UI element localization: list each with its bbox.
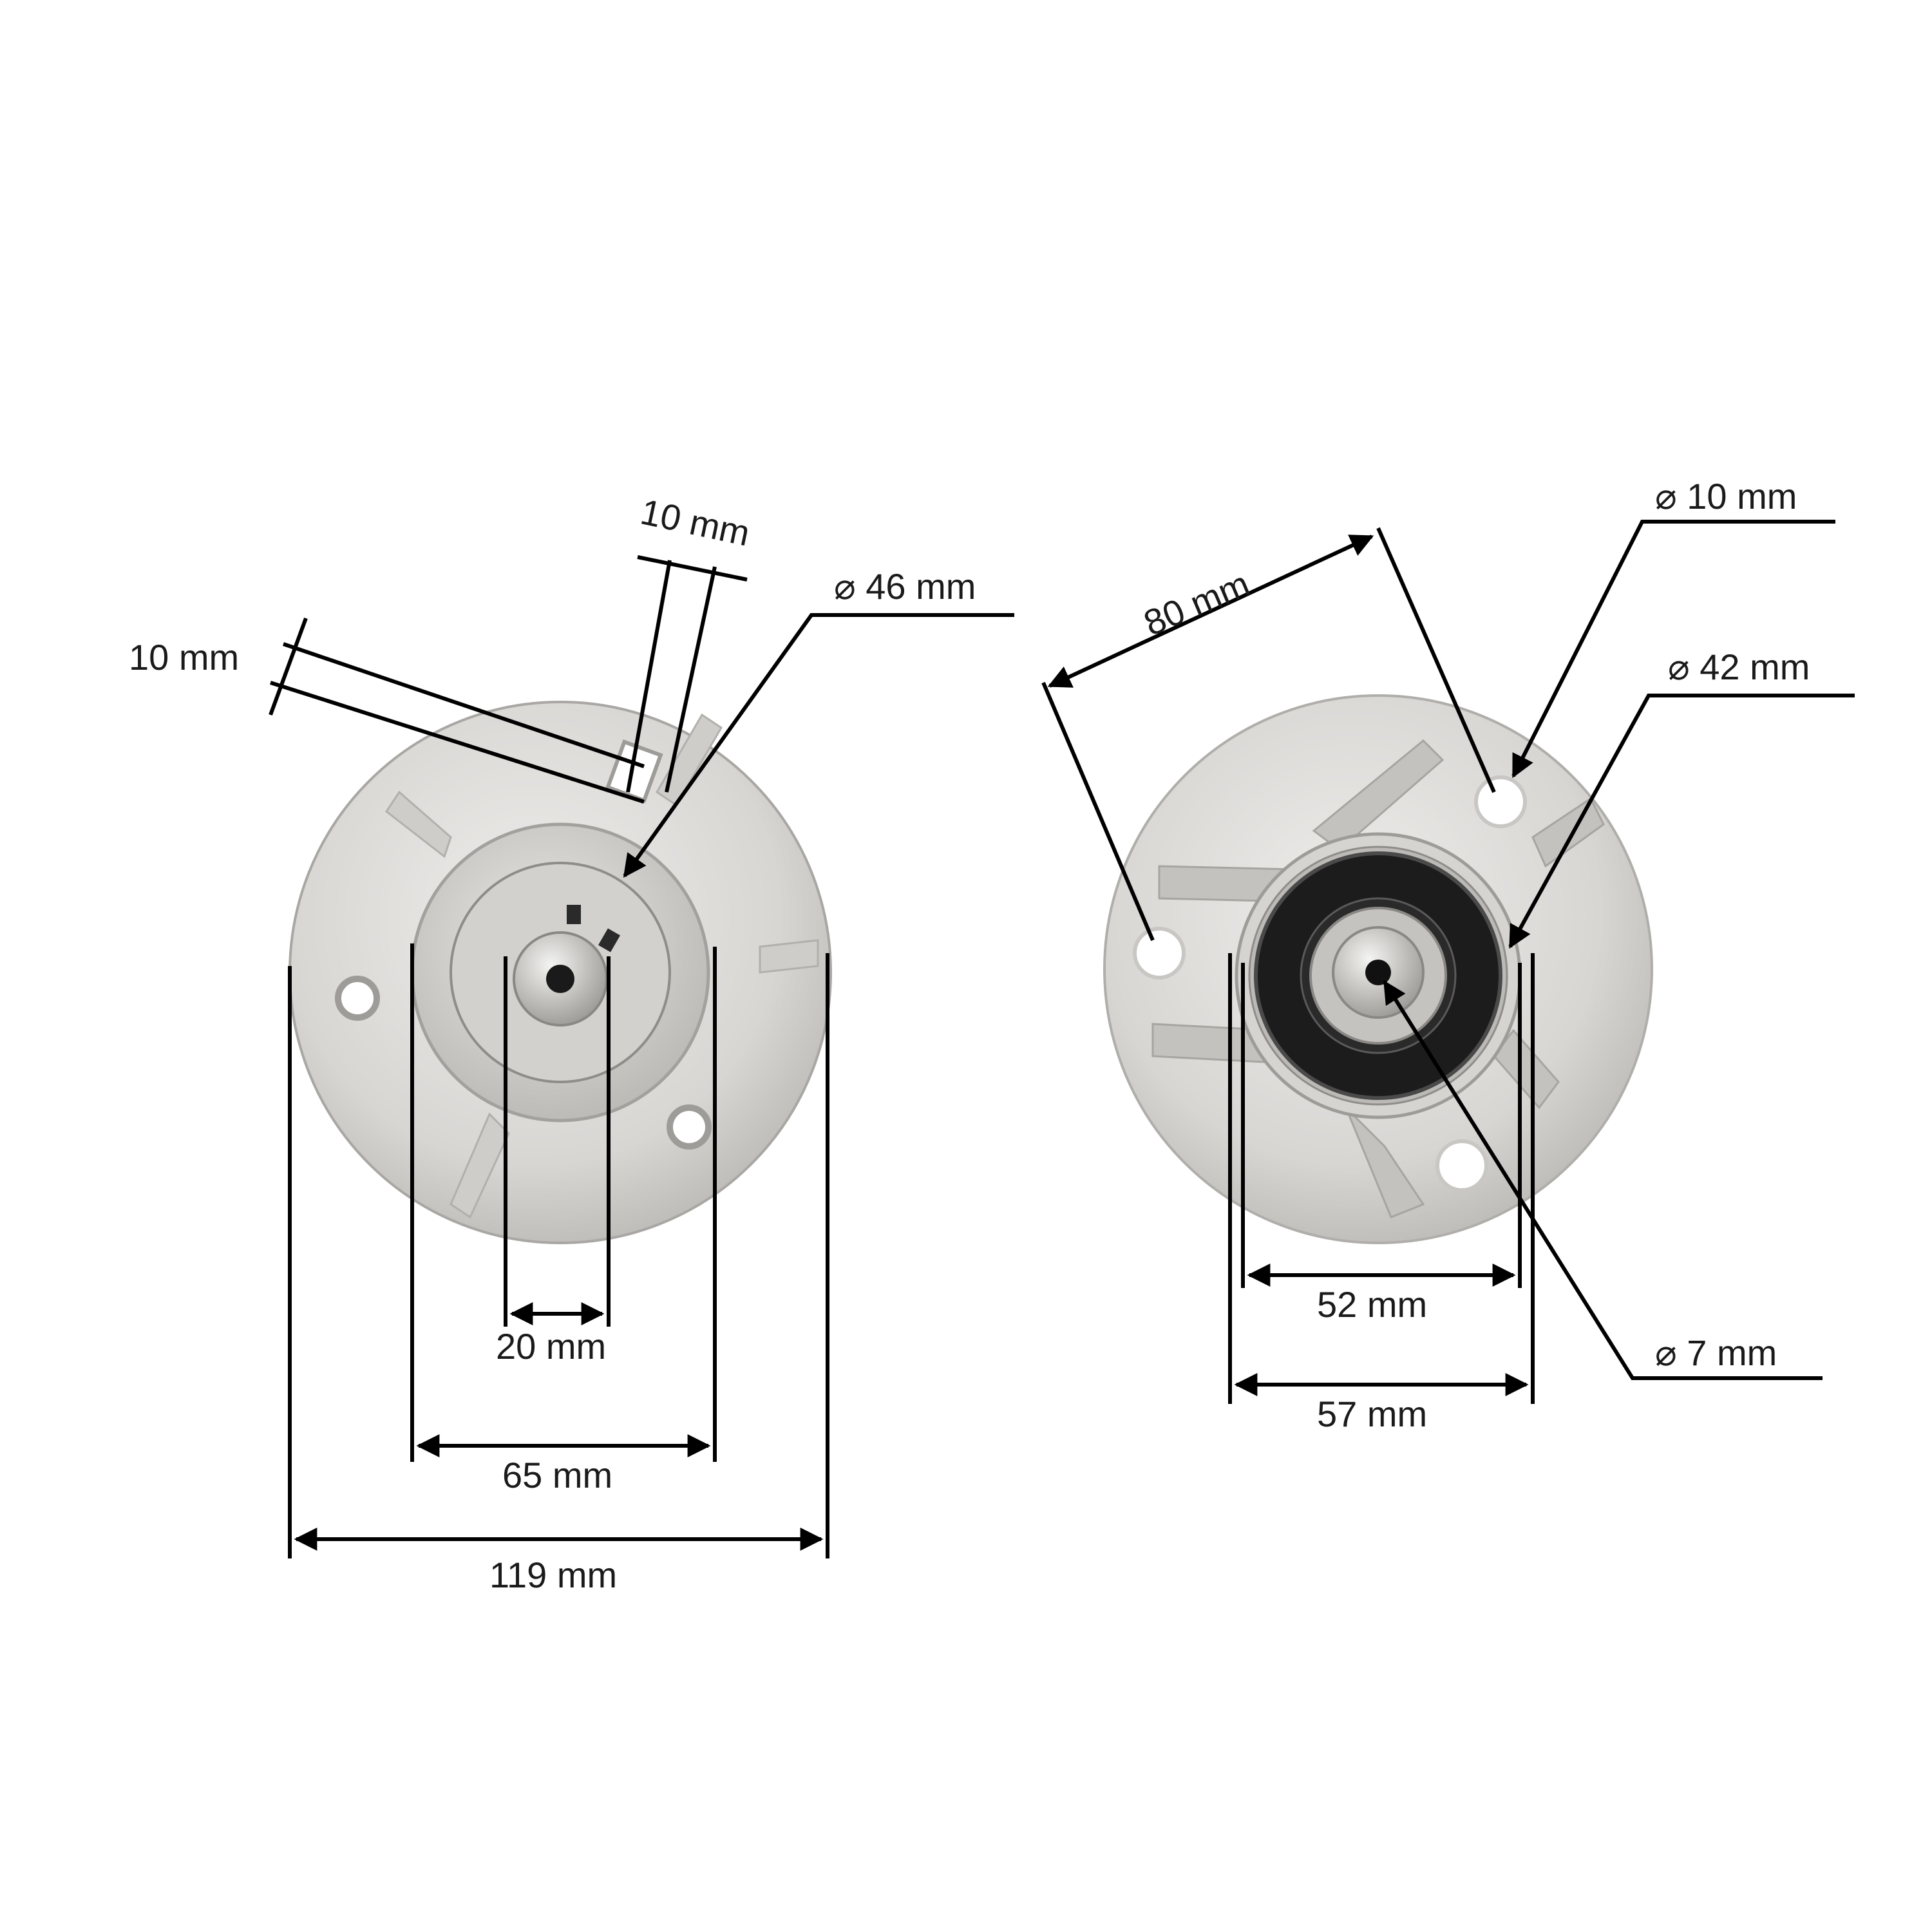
left-dimension-lines: [269, 555, 1014, 1558]
right-bolt-hole-3: [1435, 1139, 1488, 1192]
right-bolt-hole-1: [1474, 775, 1527, 828]
label-hub-outer: 65 mm: [502, 1455, 612, 1495]
label-shaft-hole: ⌀ 7 mm: [1655, 1332, 1777, 1373]
label-bolt-hole: ⌀ 10 mm: [1655, 476, 1797, 516]
right-spindle-view: 80 mm ⌀ 10 mm ⌀ 42 mm ⌀ 7 mm 52 mm 57 mm: [1041, 476, 1855, 1434]
label-bearing-diameter: ⌀ 42 mm: [1668, 647, 1810, 687]
label-hub-diameter: ⌀ 46 mm: [834, 566, 976, 607]
label-bolt-spacing: 80 mm: [1138, 563, 1255, 643]
left-ribs: [384, 713, 819, 1219]
left-spindle-view: 10 mm 10 mm ⌀ 46 mm 20 mm 65 mm 119 mm: [129, 491, 1014, 1595]
left-key: [567, 905, 581, 924]
left-bolt-hole-1: [335, 976, 380, 1021]
label-outer-width: 57 mm: [1317, 1394, 1427, 1434]
label-slot-width: 10 mm: [637, 491, 753, 553]
label-inner-width: 52 mm: [1317, 1284, 1427, 1325]
left-bore: [546, 965, 574, 993]
label-slot-depth: 10 mm: [129, 637, 239, 677]
right-bolt-hole-2: [1133, 927, 1186, 980]
right-dimension-lines: [1041, 520, 1855, 1404]
left-bolt-hole-2: [667, 1104, 712, 1150]
label-bore: 20 mm: [496, 1326, 606, 1367]
left-slot: [605, 739, 663, 803]
right-shaft-hole: [1365, 960, 1391, 985]
label-flange-diameter: 119 mm: [489, 1555, 617, 1595]
